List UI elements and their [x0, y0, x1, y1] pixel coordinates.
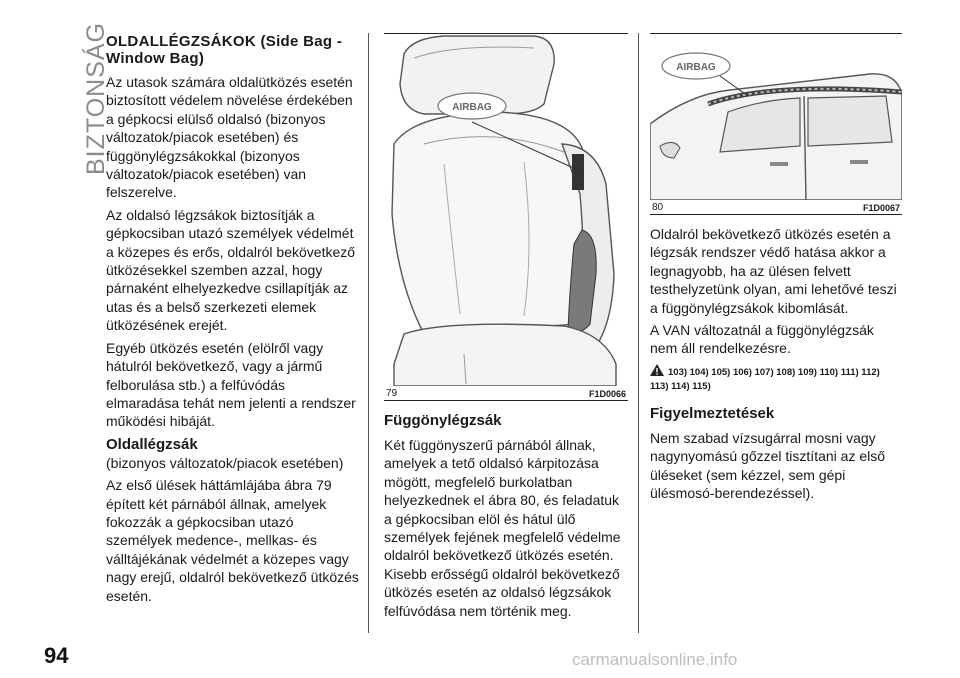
subheading-note: (bizonyos változatok/piacok esetében): [106, 454, 344, 471]
figure-code: F1D0067: [862, 203, 900, 213]
figure-80: AIRBAG 80 F1D0067: [650, 33, 902, 215]
column-divider-1: [368, 33, 369, 633]
fuggonylegzsak-heading: Függönylégzsák: [384, 412, 502, 429]
figure-79: AIRBAG 79 F1D0066: [384, 33, 628, 401]
side-bag-heading: OLDALLÉGZSÁKOK (Side Bag - Window Bag): [106, 33, 343, 67]
figyelmeztetesek-heading: Figyelmeztetések: [650, 404, 775, 422]
watermark: carmanualsonline.info: [572, 650, 738, 669]
paragraph: Az utasok számára oldalütközés esetén bi…: [106, 74, 353, 201]
paragraph: A VAN változatnál a függönylégzsák nem á…: [650, 322, 874, 357]
airbag-label: AIRBAG: [676, 62, 716, 73]
section-label: BIZTONSÁG: [52, 20, 110, 180]
paragraph: Az oldalsó légzsákok biztosítják a gépko…: [106, 206, 356, 334]
paragraph: Egyéb ütközés esetén (elölről vagy hátul…: [106, 339, 356, 430]
figure-caption: 79 F1D0066: [384, 386, 628, 400]
warning-references: 103) 104) 105) 106) 107) 108) 109) 110) …: [650, 363, 902, 394]
paragraph: Az első ülések háttámlájába ábra 79 épít…: [106, 477, 359, 604]
warning-refs-line-2: 113) 114) 115): [650, 380, 711, 392]
figure-code: F1D0066: [588, 389, 626, 399]
figure-caption: 80 F1D0067: [650, 200, 902, 214]
oldallegzsak-heading: Oldallégzsák: [106, 435, 198, 453]
column-divider-2: [638, 33, 639, 633]
paragraph: Nem szabad vízsugárral mosni vagy nagyny…: [650, 429, 886, 502]
column-3: AIRBAG 80 F1D0067 Oldalról bekövetkező ü…: [650, 33, 902, 506]
warning-triangle-icon: [650, 363, 664, 376]
column-1: OLDALLÉGZSÁKOK (Side Bag - Window Bag) A…: [106, 33, 362, 609]
figure-number: 79: [386, 388, 398, 399]
car-illustration: AIRBAG: [650, 34, 902, 200]
paragraph: Két függönyszerű párnából állnak, amelye…: [384, 437, 621, 619]
column-2: AIRBAG 79 F1D0066 Függönylégzsák Két füg…: [384, 33, 628, 624]
seat-illustration: AIRBAG: [384, 34, 628, 386]
page-number: 94: [44, 643, 69, 668]
paragraph: Oldalról bekövetkező ütközés esetén a lé…: [650, 226, 897, 316]
warning-refs-line-1: 103) 104) 105) 106) 107) 108) 109) 110) …: [668, 366, 880, 378]
airbag-label: AIRBAG: [452, 102, 492, 113]
figure-number: 80: [652, 202, 664, 213]
